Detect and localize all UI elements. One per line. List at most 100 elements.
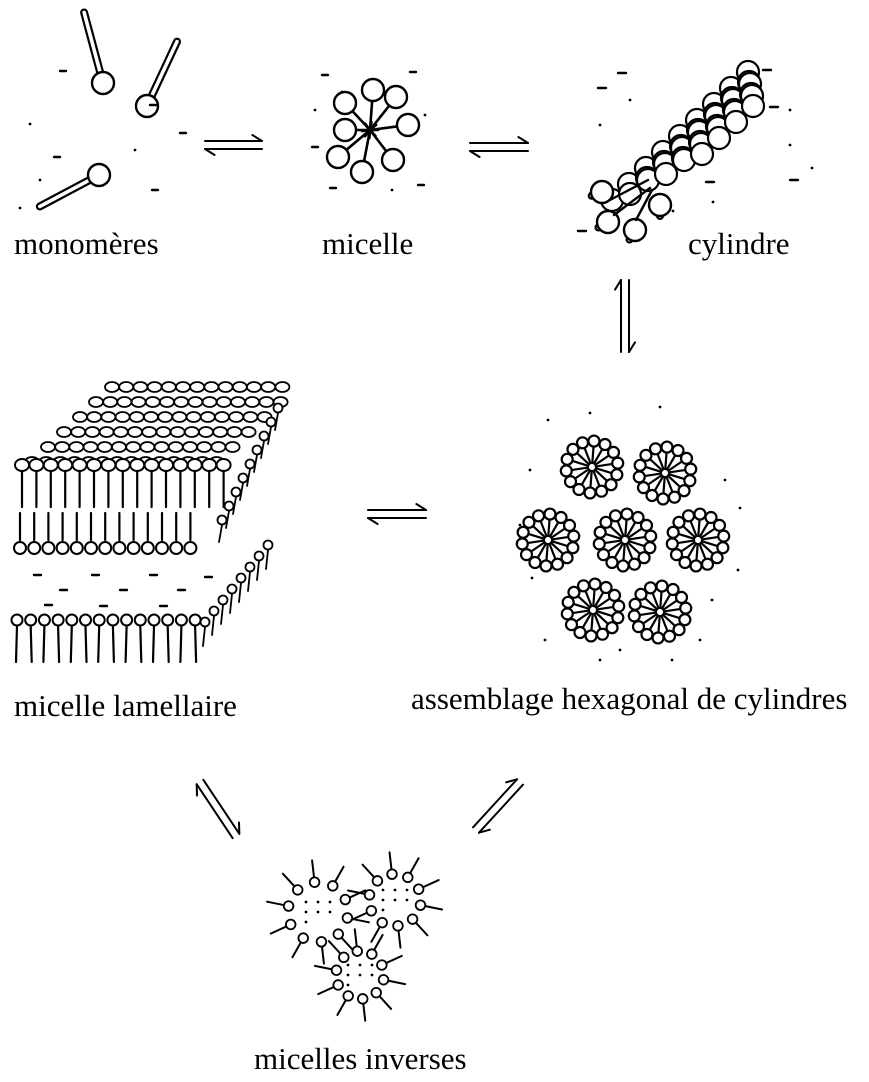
surfactant-head (586, 630, 597, 641)
surfactant-head (521, 549, 532, 560)
lamellar-head (259, 397, 273, 407)
surfactant-head (565, 476, 576, 487)
surfactant-head (379, 975, 389, 985)
surfactant-head (649, 194, 671, 216)
monomer (92, 72, 114, 94)
ion-dot (29, 123, 32, 126)
ion-dot (424, 114, 427, 117)
hexagonal-cylinder (667, 509, 729, 572)
surfactant-head (588, 436, 599, 447)
surfactant-head (624, 219, 646, 241)
lamellar-head (146, 397, 160, 407)
hexagonal-cylinder (561, 436, 623, 499)
surfactant-head (658, 493, 669, 504)
ion-dot (629, 99, 632, 102)
ion-dot (529, 469, 532, 472)
label-cylindre: cylindre (688, 228, 790, 259)
lamellar-head (128, 427, 142, 437)
ion-dot (134, 149, 137, 152)
micelle-illustration (312, 72, 426, 191)
ion-dot (317, 911, 320, 914)
surfactant-head (566, 619, 577, 630)
surfactant-head (597, 629, 608, 640)
surfactant-head (568, 531, 579, 542)
surfactant-head (564, 520, 575, 531)
surfactant-head (633, 621, 644, 632)
lamellar-head (94, 615, 105, 626)
ion-dot (737, 569, 740, 572)
lamellar-edge-head (201, 618, 210, 627)
surfactant-head (414, 884, 424, 894)
equilibrium-arrow-monomeres-micelle (205, 135, 262, 155)
ion-dot (371, 974, 374, 977)
lamellar-head (159, 459, 173, 471)
label-micelle: micelle (322, 228, 413, 259)
equilibrium-arrow-cylindre-hexagonal (615, 280, 635, 352)
ion-dot (406, 889, 409, 892)
lamellar-edge-head (274, 404, 283, 413)
lamellar-head (42, 542, 54, 554)
lamellar-head (243, 412, 257, 422)
lamellar-head (203, 397, 217, 407)
lamellar-head (99, 542, 111, 554)
lamellar-head (174, 397, 188, 407)
lamellar-head (15, 459, 29, 471)
surfactant-head (561, 465, 572, 476)
lamellar-head (162, 615, 173, 626)
hexagonal-cylinder (634, 442, 696, 505)
lamellar-edge-head (264, 541, 273, 550)
lamellar-illustration (12, 382, 290, 662)
lamellar-head (103, 397, 117, 407)
surfactant-head (352, 946, 362, 956)
label-micelle-lamellaire: micelle lamellaire (14, 690, 237, 721)
surfactant-head (327, 146, 349, 168)
lamellar-head (170, 542, 182, 554)
surfactant-head (358, 994, 368, 1004)
ion-dot (305, 911, 308, 914)
lamellar-head (176, 382, 190, 392)
surfactant-head (416, 900, 426, 910)
lamellar-head (25, 615, 36, 626)
lamellar-head (162, 382, 176, 392)
surfactant-head (365, 890, 375, 900)
lamellar-head (156, 427, 170, 437)
hexagonal-cylinder (629, 581, 691, 644)
lamellar-edge-head (239, 474, 248, 483)
ion-dot (317, 901, 320, 904)
surfactant-head (334, 92, 356, 114)
inverse-micelles-illustration (267, 852, 442, 1020)
surfactant-head (533, 510, 544, 521)
surfactant-head (638, 482, 649, 493)
surfactant-head (403, 873, 413, 883)
surfactant-head (683, 510, 694, 521)
lamellar-head (132, 397, 146, 407)
hexagonal-illustration (517, 406, 742, 662)
lamellar-head (66, 615, 77, 626)
ion-dot (711, 599, 714, 602)
equilibrium-arrow-lamellaire-hexagonal (368, 504, 426, 524)
lamellar-head (57, 427, 71, 437)
lamellar-head (217, 397, 231, 407)
lamellar-edge-head (219, 596, 228, 605)
lamellar-head (14, 542, 26, 554)
lamellar-head (155, 442, 169, 452)
surfactant-head (589, 579, 600, 590)
lamellar-head (231, 397, 245, 407)
ion-dot (382, 899, 385, 902)
lamellar-head (142, 542, 154, 554)
lamellar-head (44, 459, 58, 471)
ion-dot (394, 889, 397, 892)
ion-dot (347, 984, 350, 987)
lamellar-head (107, 615, 118, 626)
surfactant-head (393, 921, 403, 931)
lamellar-head (202, 459, 216, 471)
ion-dot (19, 207, 22, 210)
lamellar-head (130, 412, 144, 422)
surfactant-head (650, 443, 661, 454)
surfactant-head (653, 632, 664, 643)
cylinder-head (725, 111, 747, 133)
ion-dot (305, 921, 308, 924)
lamellar-edge-head (218, 516, 227, 525)
lamellar-head (173, 459, 187, 471)
lamellar-head (219, 382, 233, 392)
